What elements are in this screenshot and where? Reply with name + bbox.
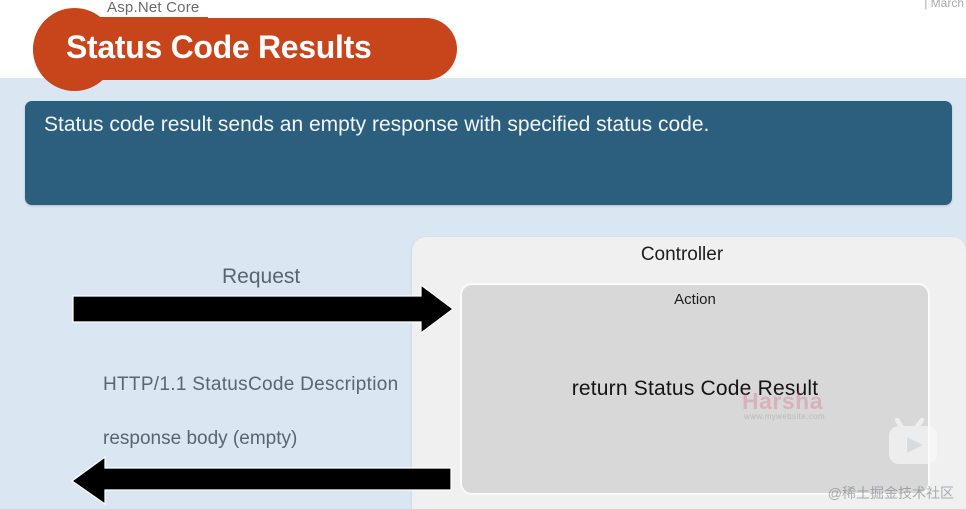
action-box (460, 283, 930, 495)
author-watermark-sub: www.mywebsite.com (744, 412, 826, 421)
author-watermark: Harsha (742, 388, 823, 414)
action-label: Action (674, 291, 716, 308)
request-label: Request (222, 265, 301, 288)
status-line-label: HTTP/1.1 StatusCode Description (103, 374, 399, 395)
tv-play-icon (889, 418, 937, 464)
response-body-label: response body (empty) (103, 428, 298, 449)
callout-text: Status code result sends an empty respon… (44, 113, 710, 136)
callout-box (25, 101, 952, 205)
corner-note: | March (924, 0, 964, 10)
title-pill-circle (33, 8, 116, 91)
controller-label: Controller (640, 244, 724, 265)
page-title: Status Code Results (66, 29, 372, 65)
platform-watermark: @稀土掘金技术社区 (827, 485, 954, 501)
kicker-label: Asp.Net Core (107, 0, 200, 16)
return-statement: return Status Code Result (571, 377, 819, 400)
